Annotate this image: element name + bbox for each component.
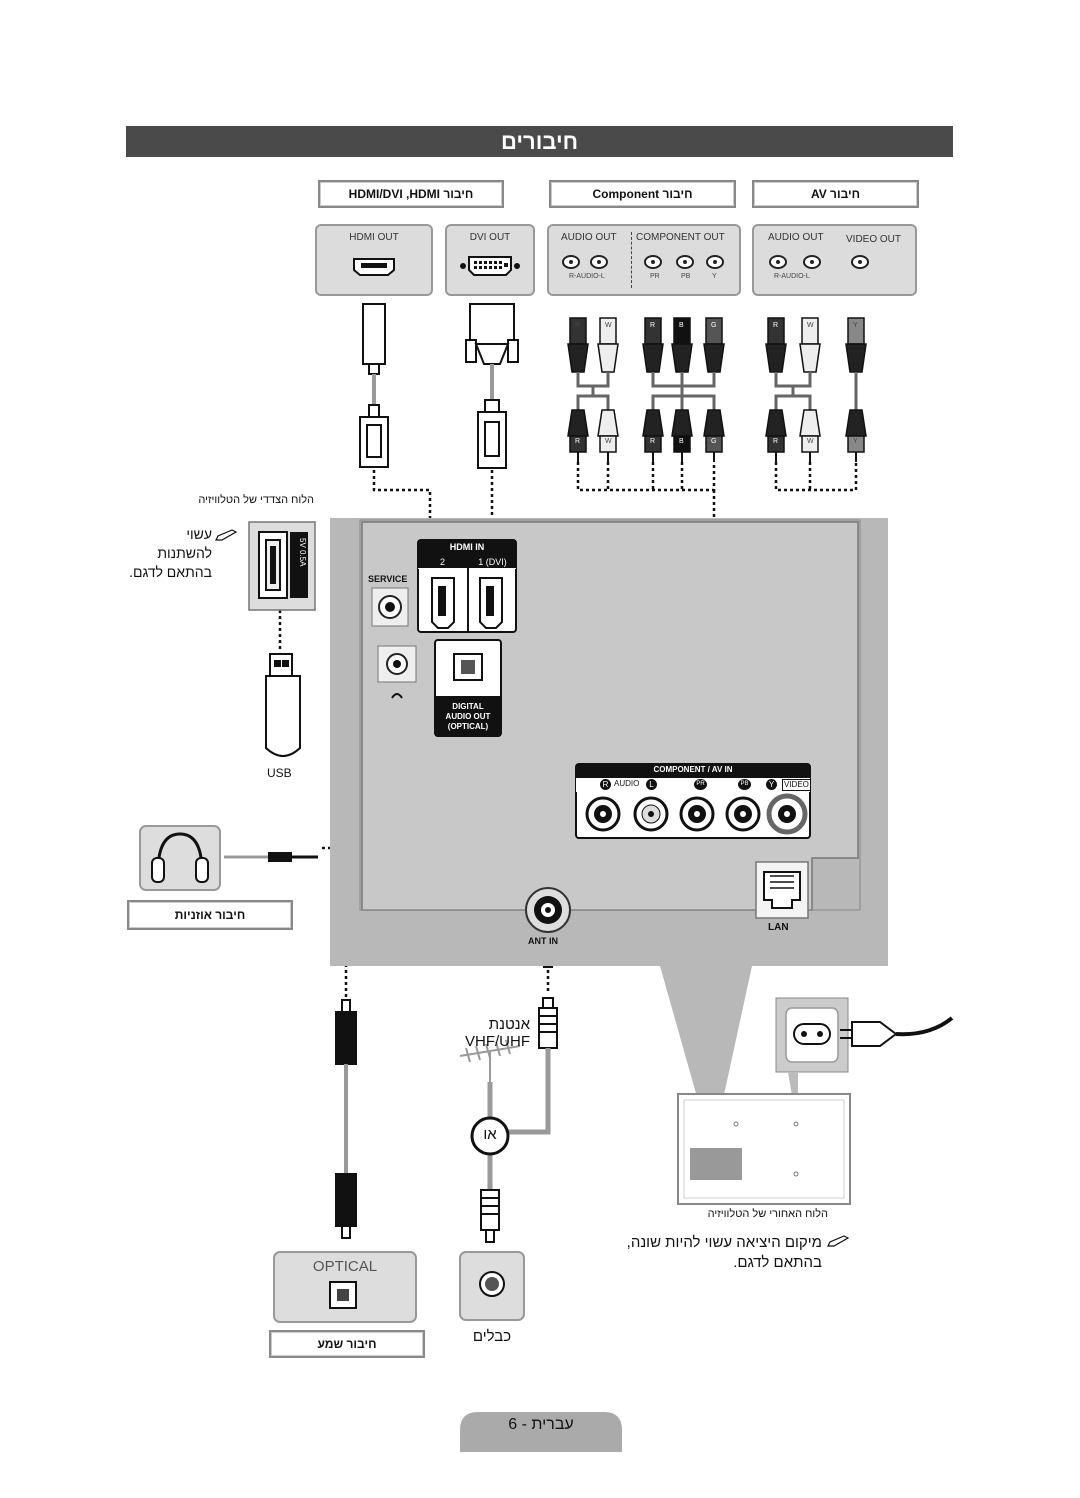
hdmi-out-device: HDMI OUT bbox=[315, 224, 433, 296]
usb-note-2: להשתנות bbox=[157, 545, 212, 561]
av-out-device: AUDIO OUT VIDEO OUT R-AUDIO-L bbox=[752, 224, 917, 296]
rear-panel-caption: הלוח האחורי של הטלוויזיה bbox=[707, 1208, 828, 1220]
rear-note-2: בהתאם לדגם. bbox=[733, 1254, 822, 1271]
hdmi-in-label: HDMI IN bbox=[418, 542, 516, 552]
component-audio-out-label: AUDIO OUT bbox=[561, 232, 617, 243]
dvi-cable bbox=[465, 303, 519, 469]
dvi-out-label: DVI OUT bbox=[469, 232, 511, 243]
antenna-label: אנטנת VHF/UHF bbox=[465, 1016, 530, 1050]
cable-label: כבלים bbox=[472, 1328, 512, 1345]
usb-note-1: עשוי bbox=[186, 526, 212, 542]
av-connection-label: חיבור AV bbox=[752, 180, 919, 208]
component-r-audio-l: R-AUDIO-L bbox=[569, 273, 605, 280]
cable-letter: R bbox=[650, 322, 656, 329]
page-title: חיבורים bbox=[126, 126, 953, 157]
component-pb-label: PB bbox=[681, 273, 691, 280]
dvi-port-icon bbox=[460, 256, 520, 276]
cable-letter: Y bbox=[853, 438, 858, 445]
optical-label: (OPTICAL) bbox=[435, 722, 501, 731]
av-r-audio-l: R-AUDIO-L bbox=[774, 273, 810, 280]
usb-note-3: בהתאם לדגם. bbox=[129, 564, 212, 580]
audio-out-label: AUDIO OUT bbox=[435, 712, 501, 721]
cable-letter: W bbox=[605, 438, 612, 445]
optical-device-label: OPTICAL bbox=[312, 1258, 378, 1275]
cable-letter: R bbox=[575, 322, 581, 329]
component-connection-label: חיבור Component bbox=[549, 180, 736, 208]
hdmi-in-ports bbox=[417, 539, 517, 633]
pb-badge: PB bbox=[738, 779, 751, 790]
pr-badge: PR bbox=[694, 779, 707, 790]
rca-cables bbox=[567, 317, 867, 462]
component-av-in-label: COMPONENT / AV IN bbox=[576, 765, 810, 774]
hdmi-1-label: 1 (DVI) bbox=[469, 557, 516, 567]
audio-connection-label: חיבור שמע bbox=[269, 1330, 425, 1358]
cable-letter: B bbox=[679, 322, 684, 329]
usb-drive-icon bbox=[265, 653, 301, 757]
pencil-icon bbox=[214, 528, 240, 549]
av-in-port-labels: R AUDIO L PR PB Y VIDEO bbox=[598, 779, 811, 791]
usb-port-label: 5V 0.5A bbox=[298, 538, 307, 567]
video-label: VIDEO bbox=[782, 779, 811, 791]
dvi-out-device: DVI OUT bbox=[445, 224, 535, 296]
component-out-jacks-icon bbox=[562, 255, 724, 269]
cable-letter: W bbox=[807, 438, 814, 445]
component-pr-label: PR bbox=[650, 273, 660, 280]
cable-letter: W bbox=[605, 322, 612, 329]
cable-letter: R bbox=[773, 438, 779, 445]
page-number: עברית - 6 bbox=[508, 1416, 574, 1433]
r-badge: R bbox=[600, 779, 611, 790]
digital-label: DIGITAL bbox=[435, 702, 501, 711]
hdmi-connection-label: חיבור HDMI/DVI ,HDMI bbox=[318, 180, 504, 208]
headphones-connection-label: חיבור אוזניות bbox=[127, 900, 293, 930]
usb-label: USB bbox=[267, 766, 292, 780]
component-out-device: AUDIO OUT COMPONENT OUT R-AUDIO-L PR PB … bbox=[547, 224, 741, 296]
y-badge: Y bbox=[766, 779, 777, 790]
hdmi-port-icon bbox=[353, 258, 395, 276]
side-panel-caption: הלוח הצדדי של הטלוויזיה bbox=[198, 494, 314, 506]
cable-letter: R bbox=[650, 438, 656, 445]
hdmi-cable bbox=[359, 303, 389, 468]
audio-label: AUDIO bbox=[614, 779, 640, 788]
av-video-out-label: VIDEO OUT bbox=[846, 234, 902, 245]
cable-letter: B bbox=[679, 438, 684, 445]
cable-letter: Y bbox=[853, 322, 858, 329]
ant-in-label: ANT IN bbox=[528, 936, 558, 946]
l-badge: L bbox=[646, 779, 657, 790]
service-label: SERVICE bbox=[368, 574, 408, 584]
lan-label: LAN bbox=[768, 922, 789, 933]
component-y-label: Y bbox=[712, 273, 717, 280]
cable-letter: R bbox=[575, 438, 581, 445]
cable-letter: W bbox=[807, 322, 814, 329]
pencil-icon bbox=[826, 1234, 852, 1255]
rear-note-1: מיקום היציאה עשוי להיות שונה, bbox=[626, 1234, 822, 1251]
cable-letter: G bbox=[711, 438, 717, 445]
or-label: או bbox=[483, 1126, 497, 1143]
hdmi-2-label: 2 bbox=[418, 557, 467, 567]
hdmi-out-label: HDMI OUT bbox=[349, 232, 399, 243]
cable-letter: R bbox=[773, 322, 779, 329]
av-out-jacks-icon bbox=[769, 255, 869, 269]
component-out-label: COMPONENT OUT bbox=[636, 232, 725, 243]
av-audio-out-label: AUDIO OUT bbox=[768, 232, 824, 243]
divider bbox=[631, 232, 632, 288]
cable-letter: G bbox=[711, 322, 717, 329]
